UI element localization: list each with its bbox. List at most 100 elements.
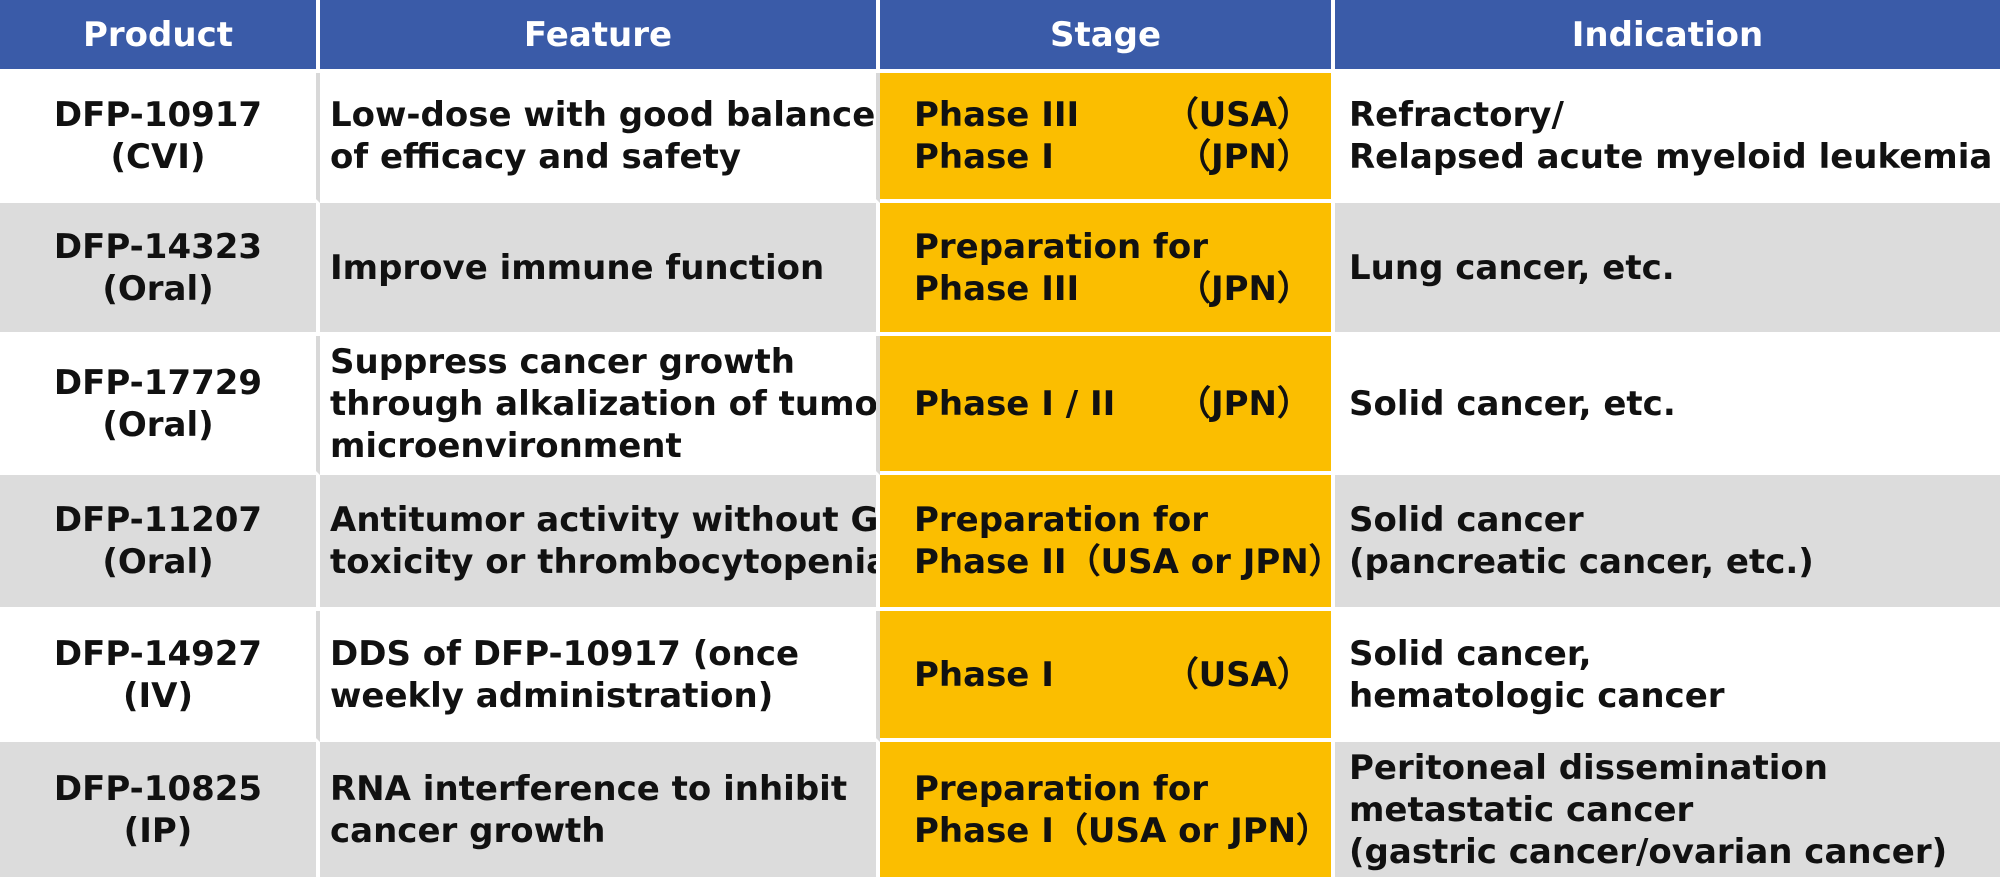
feature-line: toxicity or thrombocytopenia <box>330 542 880 582</box>
stage-line: Phase I / II （JPN） <box>914 383 1311 425</box>
stage-line: Phase I （JPN） <box>914 136 1311 178</box>
product-cell: DFP-14927(IV) <box>0 611 320 742</box>
indication-line: Solid cancer <box>1349 500 1584 540</box>
product-cell: DFP-10825(IP) <box>0 742 320 881</box>
product-line: (Oral) <box>102 404 214 445</box>
stage-region: （USA） <box>1164 95 1311 135</box>
stage-region: （USA or JPN） <box>1053 810 1331 851</box>
feature-line: DDS of DFP-10917 (once <box>330 633 800 674</box>
header-indication: Indication <box>1335 0 2000 73</box>
header-feature: Feature <box>320 0 880 73</box>
stage-phase: Phase I <box>914 810 1054 851</box>
product-cell: DFP-11207(Oral) <box>0 475 320 611</box>
indication-line: (pancreatic cancer, etc.) <box>1349 542 1814 582</box>
stage-phase: Preparation for <box>914 226 1208 267</box>
indication-line: hematologic cancer <box>1349 675 1725 716</box>
stage-line: Phase III （JPN） <box>914 268 1311 310</box>
product-cell: DFP-17729(Oral) <box>0 336 320 475</box>
product-line: DFP-17729 <box>53 362 263 403</box>
product-line: DFP-10917 <box>53 95 263 135</box>
indication-line: (gastric cancer/ovarian cancer) <box>1349 831 1948 872</box>
stage-line: Phase I（USA） <box>914 654 1311 696</box>
indication-cell: Refractory/Relapsed acute myeloid leukem… <box>1335 73 2000 203</box>
indication-line: Solid cancer, <box>1349 633 1592 674</box>
stage-region: （JPN） <box>1176 137 1311 177</box>
stage-line: Phase III （USA） <box>914 94 1311 136</box>
stage-phase: Preparation for <box>914 500 1208 540</box>
stage-region: （USA or JPN） <box>1066 542 1335 582</box>
feature-line: weekly administration) <box>330 675 774 716</box>
stage-phase: Phase II <box>914 542 1067 582</box>
stage-phase: Preparation for <box>914 768 1208 809</box>
indication-lines: Solid cancer(pancreatic cancer, etc.) <box>1349 499 1814 583</box>
feature-line: Suppress cancer growth <box>330 341 795 382</box>
indication-line: Peritoneal dissemination <box>1349 747 1828 788</box>
product-line: DFP-14927 <box>53 633 263 674</box>
stage-phase: Phase I <box>914 137 1054 177</box>
stage-phase: Phase I / II <box>914 383 1116 424</box>
product-line: DFP-11207 <box>53 500 263 540</box>
indication-cell: Solid cancer,hematologic cancer <box>1335 611 2000 742</box>
indication-line: Refractory/ <box>1349 95 1564 135</box>
stage-line: Preparation for <box>914 499 1311 541</box>
indication-lines: Solid cancer,hematologic cancer <box>1349 633 1725 717</box>
indication-lines: Solid cancer, etc. <box>1349 383 1676 425</box>
product-line: DFP-14323 <box>53 226 263 267</box>
product-line: (Oral) <box>102 268 214 309</box>
product-line: DFP-10825 <box>53 768 263 809</box>
feature-line: through alkalization of tumor <box>330 383 880 424</box>
stage-phase: Phase III <box>914 95 1080 135</box>
feature-lines: Improve immune function <box>330 247 824 289</box>
feature-line: microenvironment <box>330 425 682 466</box>
indication-cell: Lung cancer, etc. <box>1335 203 2000 336</box>
indication-line: Lung cancer, etc. <box>1349 247 1675 288</box>
indication-cell: Solid cancer(pancreatic cancer, etc.) <box>1335 475 2000 611</box>
stage-phase: Phase I <box>914 654 1054 695</box>
stage-line: Phase I（USA or JPN） <box>914 810 1330 852</box>
feature-line: cancer growth <box>330 810 606 851</box>
stage-region: （JPN） <box>1176 383 1311 424</box>
indication-lines: Refractory/Relapsed acute myeloid leukem… <box>1349 94 1992 178</box>
feature-line: RNA interference to inhibit <box>330 768 848 809</box>
stage-cell: Phase I（USA） <box>880 611 1335 742</box>
feature-line: of efficacy and safety <box>330 137 741 177</box>
indication-line: Relapsed acute myeloid leukemia <box>1349 137 1993 177</box>
stage-line: Phase II（USA or JPN） <box>914 541 1331 583</box>
header-stage: Stage <box>880 0 1335 73</box>
stage-line: Preparation for <box>914 768 1311 810</box>
stage-region: （JPN） <box>1176 268 1311 309</box>
stage-cell: Phase III （USA） Phase I （JPN） <box>880 73 1335 203</box>
product-line: (CVI) <box>110 137 206 177</box>
header-product: Product <box>0 0 320 73</box>
indication-line: Solid cancer, etc. <box>1349 383 1676 424</box>
indication-lines: Lung cancer, etc. <box>1349 247 1675 289</box>
stage-phase: Phase III <box>914 268 1080 309</box>
stage-line: Preparation for <box>914 226 1311 268</box>
product-cell: DFP-14323(Oral) <box>0 203 320 336</box>
feature-line: Antitumor activity without GI <box>330 500 880 540</box>
indication-line: metastatic cancer <box>1349 789 1694 830</box>
stage-cell: Phase I / II （JPN） <box>880 336 1335 475</box>
product-line: (IP) <box>123 810 193 851</box>
product-line: (Oral) <box>102 542 214 582</box>
product-cell: DFP-10917(CVI) <box>0 73 320 203</box>
feature-line: Improve immune function <box>330 247 825 288</box>
product-line: (IV) <box>122 675 194 716</box>
feature-line: Low-dose with good balance <box>330 95 876 135</box>
indication-cell: Solid cancer, etc. <box>1335 336 2000 475</box>
